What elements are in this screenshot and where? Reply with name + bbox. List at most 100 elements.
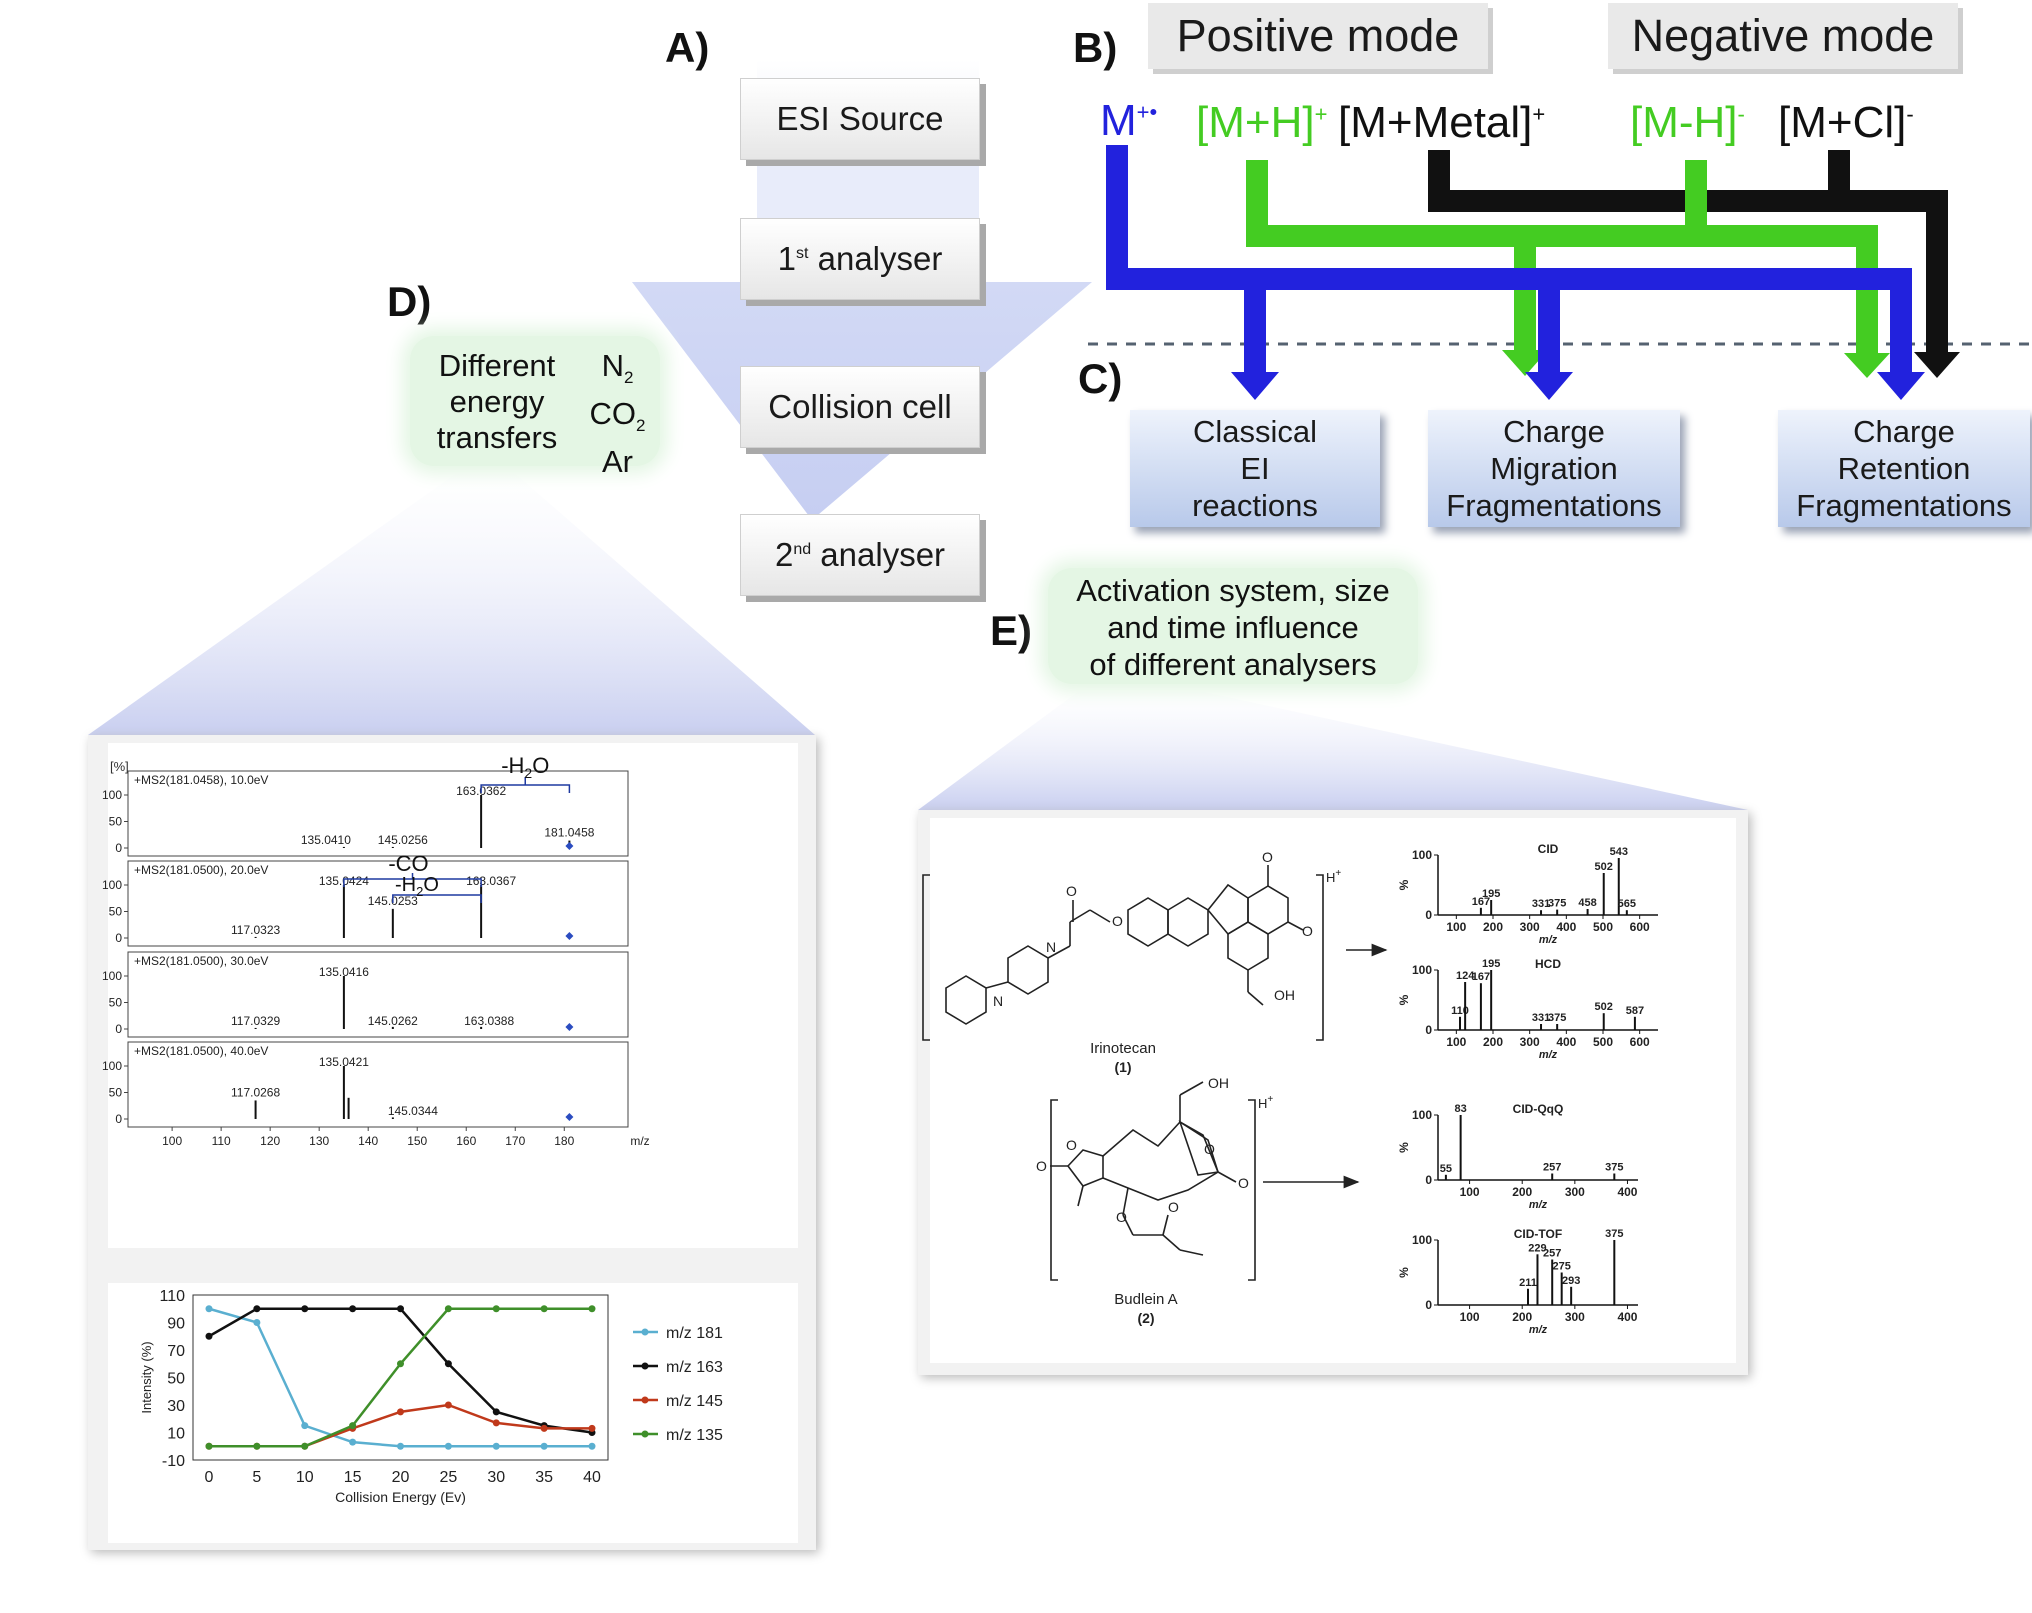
mini-x-tick-label: 300 bbox=[1520, 1035, 1540, 1049]
breakdown-point bbox=[301, 1442, 309, 1450]
breakdown-point bbox=[397, 1360, 404, 1368]
breakdown-point bbox=[492, 1305, 500, 1313]
ms-panel-frame bbox=[127, 951, 629, 1038]
panel-letter-a: A) bbox=[665, 24, 710, 71]
ms-stack-area bbox=[108, 743, 798, 1248]
mini-peak-label: 167 bbox=[1472, 896, 1490, 908]
breakdown-point bbox=[205, 1305, 213, 1313]
ms-panel-frame bbox=[127, 770, 629, 857]
ms-peak-label: 117.0329 bbox=[231, 1014, 280, 1028]
loss-label-water-2: -H2O bbox=[395, 874, 439, 899]
svg-text:O: O bbox=[1302, 923, 1313, 939]
ms-panel-title: +MS2(181.0500), 40.0eV bbox=[134, 1044, 268, 1058]
svg-text:O: O bbox=[1168, 1199, 1179, 1215]
mini-x-tick-label: 500 bbox=[1593, 1035, 1613, 1049]
mini-peak-label: 211 bbox=[1519, 1277, 1537, 1289]
breakdown-x-tick-label: 0 bbox=[205, 1469, 214, 1486]
breakdown-series-line bbox=[209, 1307, 592, 1448]
breakdown-x-tick-label: 40 bbox=[583, 1469, 601, 1486]
legend-label: m/z 163 bbox=[666, 1359, 723, 1376]
mini-x-tick-label: 100 bbox=[1446, 920, 1466, 934]
mini-x-label: m/z bbox=[1529, 1199, 1548, 1211]
mini-title: HCD bbox=[1535, 957, 1561, 971]
ms-x-tick-label: 140 bbox=[358, 1134, 378, 1148]
breakdown-point bbox=[540, 1305, 548, 1313]
irinotecan-number: (1) bbox=[1114, 1059, 1131, 1075]
mini-y-tick-label: 0 bbox=[1425, 1298, 1432, 1312]
mini-x-tick-label: 300 bbox=[1565, 1310, 1585, 1324]
mini-title: CID bbox=[1538, 842, 1559, 856]
mini-peak-label: 502 bbox=[1595, 861, 1613, 873]
ms-peak-label: 163.0367 bbox=[466, 874, 516, 888]
legend-label: m/z 145 bbox=[666, 1393, 723, 1410]
precursor-marker bbox=[565, 932, 574, 940]
breakdown-point bbox=[540, 1424, 548, 1432]
ms-x-tick-label: 150 bbox=[407, 1134, 427, 1148]
ms-y-unit: [%] bbox=[110, 759, 129, 774]
ms-panel-title: +MS2(181.0500), 30.0eV bbox=[134, 954, 268, 968]
mini-y-tick-label: 100 bbox=[1412, 1108, 1432, 1122]
activation-svg: N N O O O O OH H+ Irinotecan (1) bbox=[922, 842, 1658, 1336]
irinotecan-structure bbox=[922, 865, 1324, 1041]
mini-peak-label: 375 bbox=[1548, 1012, 1566, 1024]
ms-panel-title: +MS2(181.0500), 20.0eV bbox=[134, 863, 268, 877]
breakdown-point bbox=[588, 1424, 596, 1432]
breakdown-point bbox=[205, 1442, 213, 1450]
panel-letter-b: B) bbox=[1073, 24, 1118, 71]
mini-x-tick-label: 400 bbox=[1617, 1185, 1637, 1199]
breakdown-y-tick-label: 110 bbox=[159, 1288, 185, 1305]
mini-y-tick-label: 100 bbox=[1412, 963, 1432, 977]
ms-peak-label: 117.0323 bbox=[231, 923, 280, 937]
mini-peak-label: 458 bbox=[1578, 897, 1596, 909]
activation-beam bbox=[918, 685, 1748, 810]
mini-peak-label: 375 bbox=[1548, 898, 1566, 910]
breakdown-y-tick-label: 30 bbox=[167, 1398, 185, 1415]
ms-x-tick-label: 130 bbox=[309, 1134, 329, 1148]
legend-marker bbox=[641, 1362, 649, 1370]
precursor-marker bbox=[565, 842, 574, 850]
mini-x-tick-label: 600 bbox=[1630, 920, 1650, 934]
breakdown-point bbox=[492, 1419, 500, 1427]
mini-y-tick-label: 0 bbox=[1425, 1023, 1432, 1037]
breakdown-point bbox=[253, 1305, 261, 1313]
svg-text:O: O bbox=[1066, 883, 1077, 899]
legend-label: m/z 181 bbox=[666, 1325, 723, 1342]
ms-x-tick-label: 100 bbox=[162, 1134, 182, 1148]
breakdown-point bbox=[444, 1442, 452, 1450]
breakdown-y-tick-label: 70 bbox=[167, 1343, 185, 1360]
second-analyser-box: 2nd analyser bbox=[740, 514, 980, 596]
negative-mode-label: Negative mode bbox=[1608, 3, 1958, 69]
esi-source-box: ESI Source bbox=[740, 78, 980, 160]
ms-y-tick-label: 100 bbox=[102, 969, 122, 983]
budlein-name: Budlein A bbox=[1114, 1291, 1177, 1308]
breakdown-point bbox=[253, 1319, 261, 1326]
svg-text:O: O bbox=[1204, 1141, 1215, 1157]
mini-x-tick-label: 600 bbox=[1630, 1035, 1650, 1049]
breakdown-point bbox=[444, 1305, 452, 1313]
mini-peak-label: 502 bbox=[1595, 1001, 1613, 1013]
mini-peak-label: 331 bbox=[1532, 1012, 1550, 1024]
mini-peak-label: 375 bbox=[1605, 1162, 1623, 1174]
legend-marker bbox=[641, 1328, 649, 1336]
mini-peak-label: 83 bbox=[1455, 1103, 1467, 1115]
breakdown-point bbox=[588, 1305, 596, 1313]
svg-text:O: O bbox=[1116, 1209, 1127, 1225]
mini-y-label: % bbox=[1397, 994, 1411, 1005]
breakdown-x-tick-label: 15 bbox=[344, 1469, 362, 1486]
ion-radical-cation: M+• bbox=[1100, 96, 1158, 145]
mini-title: CID-TOF bbox=[1514, 1227, 1562, 1241]
mini-x-tick-label: 400 bbox=[1556, 920, 1576, 934]
breakdown-x-tick-label: 35 bbox=[535, 1469, 553, 1486]
svg-text:O: O bbox=[1112, 913, 1123, 929]
gas-list: N2 CO2 Ar bbox=[580, 348, 655, 480]
green-flow bbox=[1246, 160, 1890, 378]
breakdown-y-tick-label: 10 bbox=[167, 1426, 185, 1443]
energy-beam bbox=[88, 462, 815, 735]
ms-peak-label: 163.0388 bbox=[464, 1014, 514, 1028]
breakdown-point bbox=[253, 1442, 261, 1450]
ms-panel-title: +MS2(181.0458), 10.0eV bbox=[134, 773, 268, 787]
budlein-structure bbox=[1050, 1081, 1256, 1281]
breakdown-x-tick-label: 10 bbox=[296, 1469, 314, 1486]
